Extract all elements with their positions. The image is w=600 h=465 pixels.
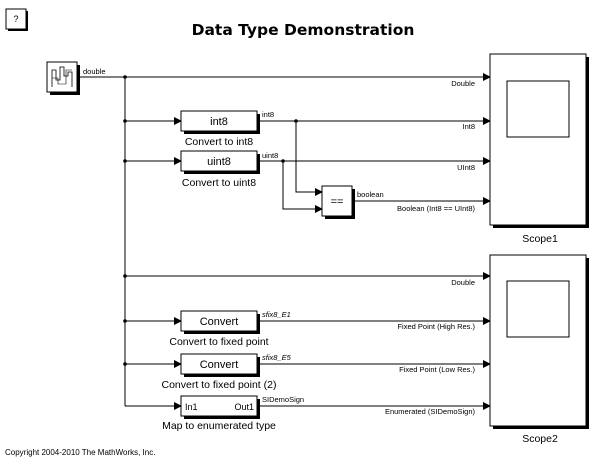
relop-signal-label: boolean <box>357 190 384 199</box>
fixed-lo-block-caption: Convert to fixed point (2) <box>162 379 277 391</box>
convert-fixed-hi-block[interactable]: Convert <box>180 310 260 334</box>
wire-int8-relop <box>295 121 323 196</box>
convert-fixed-lo-block[interactable]: Convert <box>180 353 260 377</box>
scope2-input-label: Enumerated (SIDemoSign) <box>385 407 476 416</box>
copyright-text: Copyright 2004-2010 The MathWorks, Inc. <box>5 448 155 457</box>
int8-block-caption: Convert to int8 <box>185 136 253 148</box>
scope2-input-label: Fixed Point (Low Res.) <box>399 365 475 374</box>
scope2-caption: Scope2 <box>522 433 558 445</box>
scope2-input-label: Fixed Point (High Res.) <box>397 322 475 331</box>
scope1-caption: Scope1 <box>522 233 558 245</box>
source-signal-label: double <box>83 67 106 76</box>
fixed-hi-signal-label: sfix8_E1 <box>262 310 291 319</box>
help-button[interactable]: ? <box>5 8 28 31</box>
uint8-block-caption: Convert to uint8 <box>182 177 256 189</box>
enum-block-caption: Map to enumerated type <box>162 420 276 432</box>
fixed-lo-signal-label: sfix8_E5 <box>262 353 292 362</box>
scope2-block[interactable] <box>489 254 589 429</box>
signal-source-icon <box>51 66 73 87</box>
scope1-input-label: UInt8 <box>457 163 475 172</box>
fixed-lo-block-label: Convert <box>200 359 239 371</box>
map-to-enum-block[interactable]: In1 Out1 <box>180 395 260 419</box>
enum-in-port-label: In1 <box>185 402 198 412</box>
help-button-label: ? <box>13 14 18 24</box>
enum-out-port-label: Out1 <box>234 402 254 412</box>
convert-int8-block[interactable]: int8 <box>180 110 260 134</box>
scope1-input-label: Double <box>451 79 475 88</box>
scope1-input-label: Boolean (Int8 == UInt8) <box>397 204 475 213</box>
int8-block-label: int8 <box>210 116 228 128</box>
convert-uint8-block[interactable]: uint8 <box>180 150 260 174</box>
enum-signal-label: SIDemoSign <box>262 395 304 404</box>
uint8-block-label: uint8 <box>207 156 231 168</box>
scope1-block[interactable] <box>489 53 589 228</box>
scope2-input-label: Double <box>451 278 475 287</box>
fixed-hi-block-caption: Convert to fixed point <box>169 336 268 348</box>
relop-block-label: == <box>331 196 344 208</box>
scope1-screen <box>506 80 570 138</box>
scope1-input-label: Int8 <box>462 122 475 131</box>
scope2-screen <box>506 280 570 338</box>
signal-source-block[interactable] <box>46 61 80 95</box>
diagram-title: Data Type Demonstration <box>192 21 415 39</box>
uint8-signal-label: uint8 <box>262 151 278 160</box>
int8-signal-label: int8 <box>262 110 274 119</box>
relational-operator-block[interactable]: == <box>321 185 355 219</box>
fixed-hi-block-label: Convert <box>200 316 239 328</box>
wire-uint8-relop <box>282 161 323 213</box>
